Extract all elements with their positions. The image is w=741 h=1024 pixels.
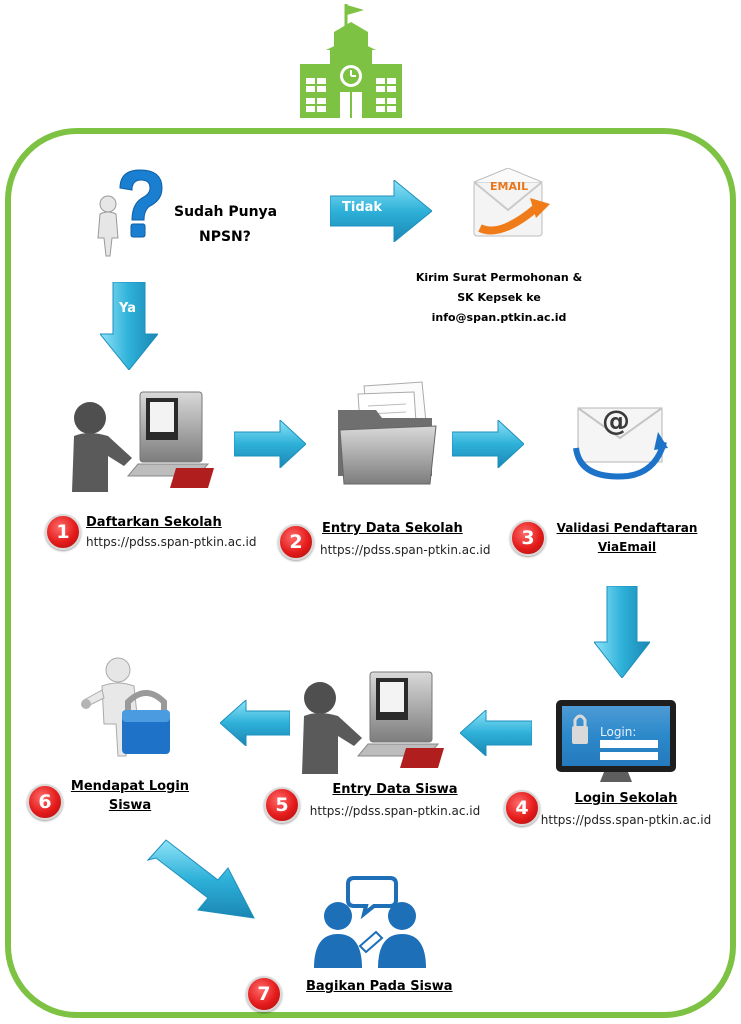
step-2-url: https://pdss.span-ptkin.ac.id xyxy=(320,543,491,557)
question-person-icon xyxy=(97,169,163,257)
step-6-title-line-1: Mendapat Login xyxy=(70,779,190,794)
step-3-title-line-1: Validasi Pendaftaran xyxy=(556,521,698,535)
school-building-icon xyxy=(300,4,402,118)
email-note-line-2: SK Kepsek ke xyxy=(457,291,541,304)
step-5-title: Entry Data Siswa xyxy=(332,782,458,797)
step-badge-1: 1 xyxy=(45,514,81,550)
email-at-icon: @ xyxy=(573,404,668,480)
step-badge-2: 2 xyxy=(278,524,314,560)
step-badge-5: 5 xyxy=(264,787,300,823)
step-2-title: Entry Data Sekolah xyxy=(322,521,463,536)
login-screen-icon: Login: xyxy=(556,700,676,782)
step-badge-7: 7 xyxy=(246,976,282,1012)
step-badge-6: 6 xyxy=(27,784,63,820)
branch-label-yes: Ya xyxy=(119,301,136,316)
step-1-url: https://pdss.span-ptkin.ac.id xyxy=(86,535,257,549)
arrow-step-2-to-3 xyxy=(452,420,524,468)
folder-documents-icon xyxy=(338,381,437,485)
step-5-url: https://pdss.span-ptkin.ac.id xyxy=(309,804,481,818)
arrow-no xyxy=(330,180,432,242)
arrow-step-5-to-6 xyxy=(220,700,290,746)
arrow-step-1-to-2 xyxy=(234,420,306,468)
step-4-title: Login Sekolah xyxy=(574,791,678,806)
login-screen-text: Login: xyxy=(600,725,636,739)
arrow-yes xyxy=(100,282,158,370)
branch-label-no: Tidak xyxy=(342,200,383,215)
arrow-step-6-to-7 xyxy=(146,839,255,919)
step-6-title-line-2: Siswa xyxy=(108,798,152,813)
person-with-lock-icon xyxy=(81,657,170,757)
share-people-icon xyxy=(314,876,426,968)
computer-user-icon-2 xyxy=(302,671,444,774)
step-badge-3: 3 xyxy=(510,520,546,556)
step-3-title-line-2: ViaEmail xyxy=(597,540,657,554)
email-note-line-3: info@span.ptkin.ac.id xyxy=(431,311,567,324)
svg-text:@: @ xyxy=(602,404,630,437)
flow-frame xyxy=(5,128,736,1018)
computer-user-icon xyxy=(72,391,214,492)
step-4-url: https://pdss.span-ptkin.ac.id xyxy=(540,813,712,827)
email-envelope-icon: EMAIL xyxy=(473,168,550,237)
email-icon-text: EMAIL xyxy=(490,180,528,193)
email-note-line-1: Kirim Surat Permohonan & xyxy=(415,271,583,284)
arrow-step-4-to-5 xyxy=(460,710,532,756)
question-line-2: NPSN? xyxy=(199,229,251,245)
arrow-step-3-to-4 xyxy=(594,586,650,678)
step-badge-4: 4 xyxy=(504,790,540,826)
question-line-1: Sudah Punya xyxy=(174,204,278,220)
step-7-title: Bagikan Pada Siswa xyxy=(306,979,453,994)
step-1-title: Daftarkan Sekolah xyxy=(86,515,222,530)
